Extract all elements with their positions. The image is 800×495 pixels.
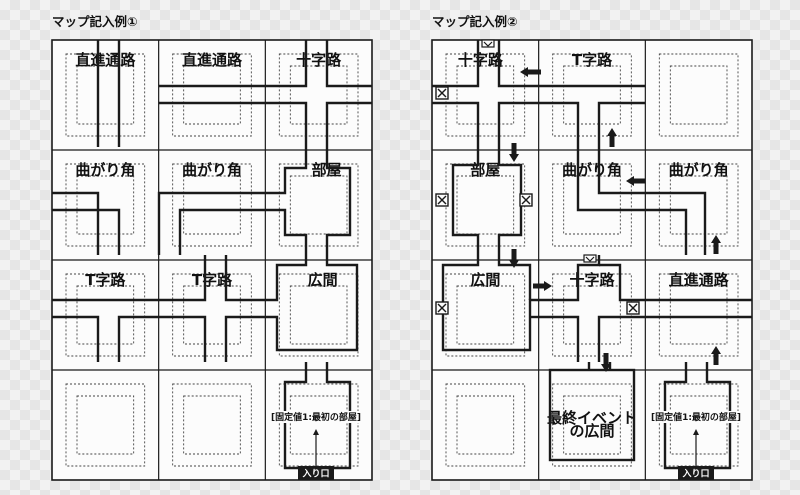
map-cell: 十字路 — [278, 51, 359, 137]
map-2-arrows — [509, 67, 721, 372]
arrow-up-icon — [711, 235, 721, 254]
map-cell: 直進通路 — [65, 51, 146, 137]
map-2-fixed-label-bg — [647, 411, 745, 423]
arrow-up-icon — [607, 128, 617, 147]
cell-label: 曲がり角 — [182, 161, 242, 179]
cell-label: T字路 — [192, 271, 233, 289]
arrow-down-icon — [509, 249, 519, 268]
x-mark-icon — [626, 301, 640, 315]
map-cell: T字路 — [552, 51, 632, 137]
cell-label: 十字路 — [458, 51, 504, 69]
map-2-paths — [432, 40, 752, 480]
map-cell: 直進通路 — [658, 271, 739, 357]
map-cell — [658, 53, 739, 137]
map-1-paths — [52, 40, 372, 480]
x-mark-icon — [435, 301, 449, 315]
cell-label: T字路 — [572, 51, 613, 69]
map-2-title: マップ記入例② — [432, 14, 518, 29]
map-cell: 最終イベント — [547, 383, 637, 467]
cell-label: 部屋 — [470, 161, 500, 179]
map-cell: T字路 — [172, 271, 252, 357]
map-1-fixed-label-bg — [267, 411, 365, 423]
map-cell: 十字路 — [552, 271, 632, 357]
arrow-down-icon — [601, 353, 611, 372]
map-1-title: マップ記入例① — [52, 14, 138, 29]
arrow-up-icon — [693, 429, 699, 435]
arrow-down-icon — [509, 143, 519, 162]
cell-label: T字路 — [85, 271, 126, 289]
cell-label: 十字路 — [569, 271, 615, 289]
arrow-left-icon — [626, 176, 645, 186]
map-1-grid — [52, 40, 372, 480]
final-hall-label-line2: の広間 — [569, 422, 614, 440]
cell-label: 十字路 — [296, 51, 342, 69]
arrow-left-icon — [520, 67, 541, 77]
cell-label: 部屋 — [312, 161, 342, 179]
map-cell: T字路 — [65, 271, 146, 357]
map-2-x-marks — [435, 86, 640, 315]
cell-label: 広間 — [308, 271, 338, 289]
map-cell: 直進通路 — [172, 51, 252, 137]
map-cell — [278, 383, 359, 467]
map-cell: 広間 — [445, 271, 526, 357]
x-mark-icon — [435, 193, 449, 207]
map-cell: 部屋 — [278, 161, 359, 247]
map-cell: 曲がり角 — [658, 161, 739, 247]
x-mark-icon — [435, 86, 449, 100]
arrow-right-icon — [533, 281, 552, 291]
x-mark-icon — [519, 193, 533, 207]
cell-label: 直進通路 — [182, 51, 243, 69]
map-1-fixed-label: [固定値1:最初の部屋] — [271, 411, 361, 423]
map-cell: 曲がり角 — [172, 161, 252, 247]
map-cell — [65, 383, 146, 467]
cell-label: 最終イベント — [547, 409, 637, 427]
cell-label: 曲がり角 — [562, 161, 622, 179]
map-cell — [445, 383, 526, 467]
arrow-up-icon — [711, 346, 721, 365]
map-1-entrance-box — [298, 466, 334, 480]
cell-label: 曲がり角 — [669, 161, 729, 179]
map-2-entrance-box — [678, 466, 714, 480]
map-cell — [172, 383, 252, 467]
map-2-notches — [481, 39, 597, 263]
map-cell: 曲がり角 — [65, 161, 146, 247]
cell-label: 曲がり角 — [75, 161, 135, 179]
arrow-up-icon — [313, 429, 319, 435]
map-1-entrance-label: 入り口 — [301, 469, 329, 480]
cell-label: 直進通路 — [75, 51, 136, 69]
cell-label: 直進通路 — [669, 271, 730, 289]
map-2-fixed-label: [固定値1:最初の部屋] — [651, 411, 741, 423]
map-2-entrance-label: 入り口 — [681, 469, 709, 480]
map-cell: 広間 — [278, 271, 359, 357]
cell-label: 広間 — [470, 271, 500, 289]
